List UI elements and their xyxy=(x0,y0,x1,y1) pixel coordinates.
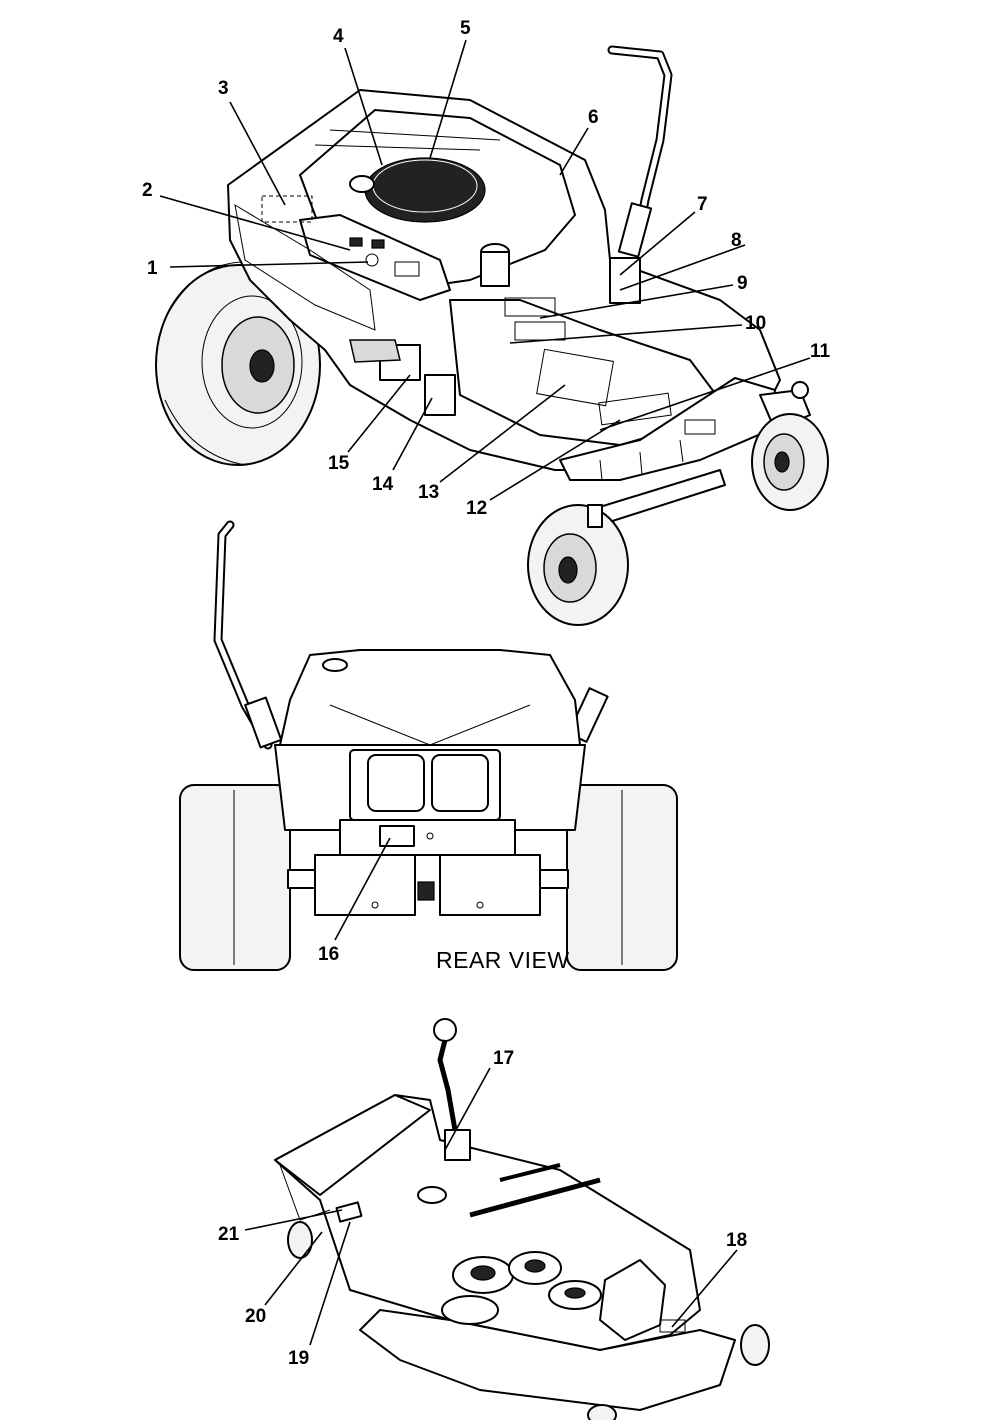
callout-20: 20 xyxy=(245,1306,266,1327)
callout-13: 13 xyxy=(418,482,439,503)
callout-12: 12 xyxy=(466,498,487,519)
front-right-caster xyxy=(751,381,829,511)
callout-17: 17 xyxy=(493,1048,514,1069)
callout-labels: 1 2 3 4 5 6 7 8 9 10 11 12 13 14 15 16 1… xyxy=(142,18,831,1369)
callout-9: 9 xyxy=(737,273,748,294)
top-view-leaders xyxy=(159,39,811,501)
deck-skirt xyxy=(359,1309,736,1411)
rear-left-wheel xyxy=(179,784,291,971)
callout-5: 5 xyxy=(460,18,471,39)
callout-6: 6 xyxy=(588,107,599,128)
control-panel xyxy=(299,214,451,301)
rear-decal-plate xyxy=(379,825,415,847)
callout-4: 4 xyxy=(333,26,344,47)
callout-2: 2 xyxy=(142,180,153,201)
rear-left-tire xyxy=(155,261,321,466)
callout-1: 1 xyxy=(147,258,158,279)
callout-14: 14 xyxy=(372,474,394,495)
deck-view-leaders xyxy=(244,1067,738,1346)
callout-18: 18 xyxy=(726,1230,747,1251)
callout-11: 11 xyxy=(810,341,831,362)
callout-19: 19 xyxy=(288,1348,309,1369)
mower-top-view xyxy=(155,45,829,626)
callout-7: 7 xyxy=(697,194,708,215)
callout-15: 15 xyxy=(328,453,350,474)
front-left-caster xyxy=(527,469,726,626)
callout-8: 8 xyxy=(731,230,742,251)
mower-rear-view xyxy=(179,520,678,971)
callout-21: 21 xyxy=(218,1224,240,1245)
rear-view-label: REAR VIEW xyxy=(436,947,570,973)
rear-view-leader xyxy=(334,837,391,941)
callout-16: 16 xyxy=(318,944,339,965)
rear-hood xyxy=(279,649,581,746)
callout-10: 10 xyxy=(745,313,766,334)
mower-deck-view xyxy=(274,1018,770,1420)
callout-3: 3 xyxy=(218,78,229,99)
